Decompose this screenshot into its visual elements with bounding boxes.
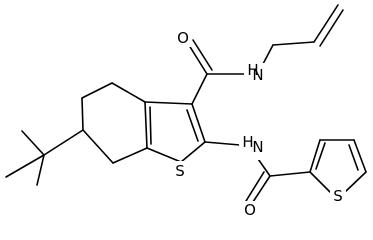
bond xyxy=(81,97,84,131)
bond xyxy=(250,175,271,206)
bond xyxy=(344,171,367,193)
oxygen-atom-top: O xyxy=(175,29,191,47)
bond xyxy=(319,9,344,47)
bond xyxy=(245,171,265,202)
bond xyxy=(353,139,367,173)
svg-text:H: H xyxy=(247,61,258,79)
bond xyxy=(309,171,331,193)
svg-text:H: H xyxy=(242,133,253,151)
bond xyxy=(82,129,114,164)
bond xyxy=(21,130,45,156)
bonds xyxy=(5,4,367,206)
sulfur-atom-ring: S xyxy=(330,186,346,206)
atom-labels: O H N H N S O S xyxy=(172,29,346,219)
bond xyxy=(191,103,206,143)
svg-text:S: S xyxy=(333,187,343,205)
bond xyxy=(81,82,113,99)
bond xyxy=(348,144,359,171)
sulfur-atom-fused: S xyxy=(172,161,188,181)
bond xyxy=(112,147,148,164)
nitrogen-atom-bottom: H N xyxy=(239,133,265,160)
bond xyxy=(315,142,326,170)
bond xyxy=(36,154,45,186)
bond xyxy=(313,4,339,43)
bond xyxy=(269,171,311,177)
molecule-structure: O H N H N S O S xyxy=(5,4,367,219)
bond xyxy=(5,154,45,178)
bond xyxy=(186,109,199,142)
svg-text:O: O xyxy=(244,201,256,219)
nitrogen-atom-top: H N xyxy=(244,61,270,84)
oxygen-atom-bottom: O xyxy=(242,201,258,219)
bond xyxy=(204,141,241,146)
bond xyxy=(43,129,84,156)
bond xyxy=(309,139,321,173)
bond xyxy=(144,101,193,105)
bond xyxy=(111,82,146,103)
bond xyxy=(262,44,274,65)
svg-text:N: N xyxy=(252,66,263,84)
bond xyxy=(192,39,213,71)
svg-text:S: S xyxy=(175,162,185,180)
bond xyxy=(191,73,208,105)
bond xyxy=(186,41,208,75)
bond xyxy=(146,147,182,163)
svg-text:O: O xyxy=(177,29,189,47)
bond xyxy=(149,106,152,145)
svg-text:N: N xyxy=(252,138,263,156)
bond xyxy=(180,141,206,163)
bond xyxy=(144,101,148,149)
bond xyxy=(272,41,315,46)
